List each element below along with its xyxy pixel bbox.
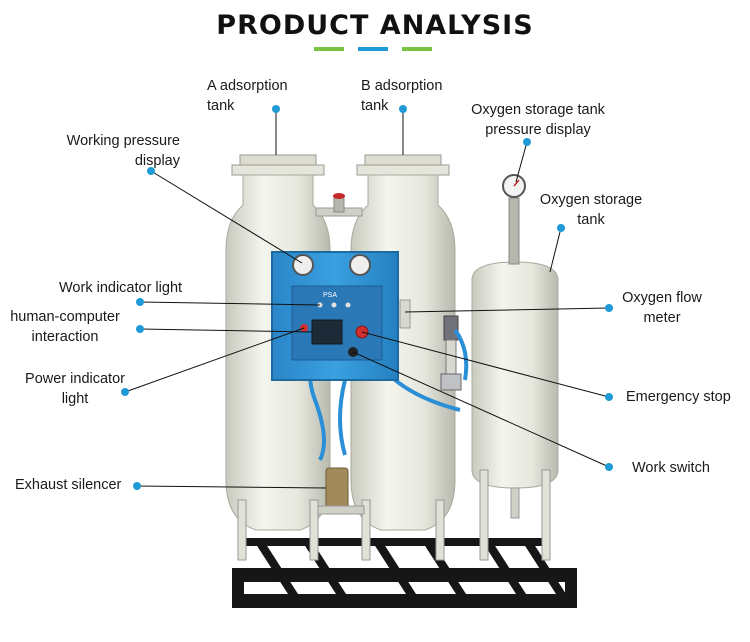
callout-b-adsorption-tank: B adsorption tank (361, 76, 442, 116)
panel-label: PSA (323, 292, 337, 299)
oxygen-storage-tank (471, 197, 559, 561)
dot-emergency-stop (605, 393, 613, 401)
page-title: PRODUCT ANALYSIS (216, 10, 534, 41)
leader-storage-pressure-display (515, 141, 528, 183)
leader-human-computer-interaction (139, 328, 313, 333)
title-dash-right (402, 47, 432, 51)
callout-a-adsorption-tank-line2: tank (207, 98, 235, 114)
callout-emergency-stop: Emergency stop (626, 387, 731, 407)
dot-power-indicator-light (121, 388, 129, 396)
leader-work-indicator-light (139, 301, 321, 306)
leader-oxygen-storage-tank (549, 227, 562, 273)
callout-work-indicator-light-line1: Work indicator light (59, 280, 183, 296)
dot-oxygen-storage-tank (557, 224, 565, 232)
dot-storage-pressure-display (523, 138, 531, 146)
dot-b-adsorption-tank (399, 105, 407, 113)
callout-oxygen-flow-meter-line1: Oxygen flow (622, 290, 702, 306)
dot-human-computer-interaction (136, 325, 144, 333)
callout-power-indicator-line1: Power indicator (25, 371, 125, 387)
callout-working-pressure-line1: Working pressure (66, 133, 180, 149)
leader-work-switch (352, 351, 610, 468)
callout-a-adsorption-tank-line1: A adsorption (207, 78, 288, 94)
callout-working-pressure-display: Working pressure display (30, 131, 180, 171)
callout-b-adsorption-tank-line2: tank (361, 98, 389, 114)
callout-power-indicator-light: Power indicator light (12, 369, 138, 409)
leader-emergency-stop (361, 331, 610, 398)
callout-human-computer-interaction: human-computer interaction (2, 307, 128, 347)
callout-emergency-stop-line1: Emergency stop (626, 389, 731, 405)
callout-a-adsorption-tank: A adsorption tank (207, 76, 288, 116)
dot-work-switch (605, 463, 613, 471)
dot-a-adsorption-tank (272, 105, 280, 113)
leader-power-indicator-light (124, 327, 305, 393)
callout-oxygen-storage-tank-line2: tank (577, 212, 605, 228)
title-dash-middle (358, 47, 388, 51)
callout-exhaust-silencer: Exhaust silencer (15, 475, 121, 495)
callout-oxygen-flow-meter: Oxygen flow meter (606, 288, 718, 328)
callout-hci-line2: interaction (31, 329, 99, 345)
callout-work-switch-line1: Work switch (632, 460, 710, 476)
dot-work-indicator-light (136, 298, 144, 306)
exhaust-silencer (317, 467, 365, 515)
base-frame (232, 538, 577, 608)
oxygen-flow-meter (399, 299, 462, 391)
leader-lines (124, 109, 610, 489)
dot-exhaust-silencer (133, 482, 141, 490)
callout-hci-line1: human-computer (10, 309, 120, 325)
callout-work-switch: Work switch (632, 458, 710, 478)
callout-b-adsorption-tank-line1: B adsorption (361, 78, 443, 94)
callout-oxygen-storage-tank: Oxygen storage tank (526, 190, 656, 230)
storage-pressure-gauge (502, 174, 526, 198)
leader-working-pressure-display (150, 170, 303, 264)
title-dash-left (314, 47, 344, 51)
marker-dots (121, 105, 613, 490)
dot-working-pressure-display (147, 167, 155, 175)
dot-oxygen-flow-meter (605, 304, 613, 312)
callout-power-indicator-line2: light (61, 391, 89, 407)
callout-work-indicator-light: Work indicator light (59, 278, 182, 298)
callout-storage-pressure-line2: pressure display (485, 122, 591, 138)
callout-oxygen-flow-meter-line2: meter (643, 310, 681, 326)
top-connecting-pipe (315, 193, 363, 217)
callout-storage-pressure-line1: Oxygen storage tank (471, 102, 605, 118)
callout-oxygen-storage-tank-pressure-display: Oxygen storage tank pressure display (448, 100, 628, 140)
callout-oxygen-storage-tank-line1: Oxygen storage (539, 192, 643, 208)
callout-working-pressure-line2: display (134, 153, 180, 169)
leader-oxygen-flow-meter (404, 307, 610, 313)
control-panel (271, 251, 399, 381)
leader-exhaust-silencer (136, 485, 327, 489)
callout-exhaust-silencer-line1: Exhaust silencer (15, 477, 122, 493)
